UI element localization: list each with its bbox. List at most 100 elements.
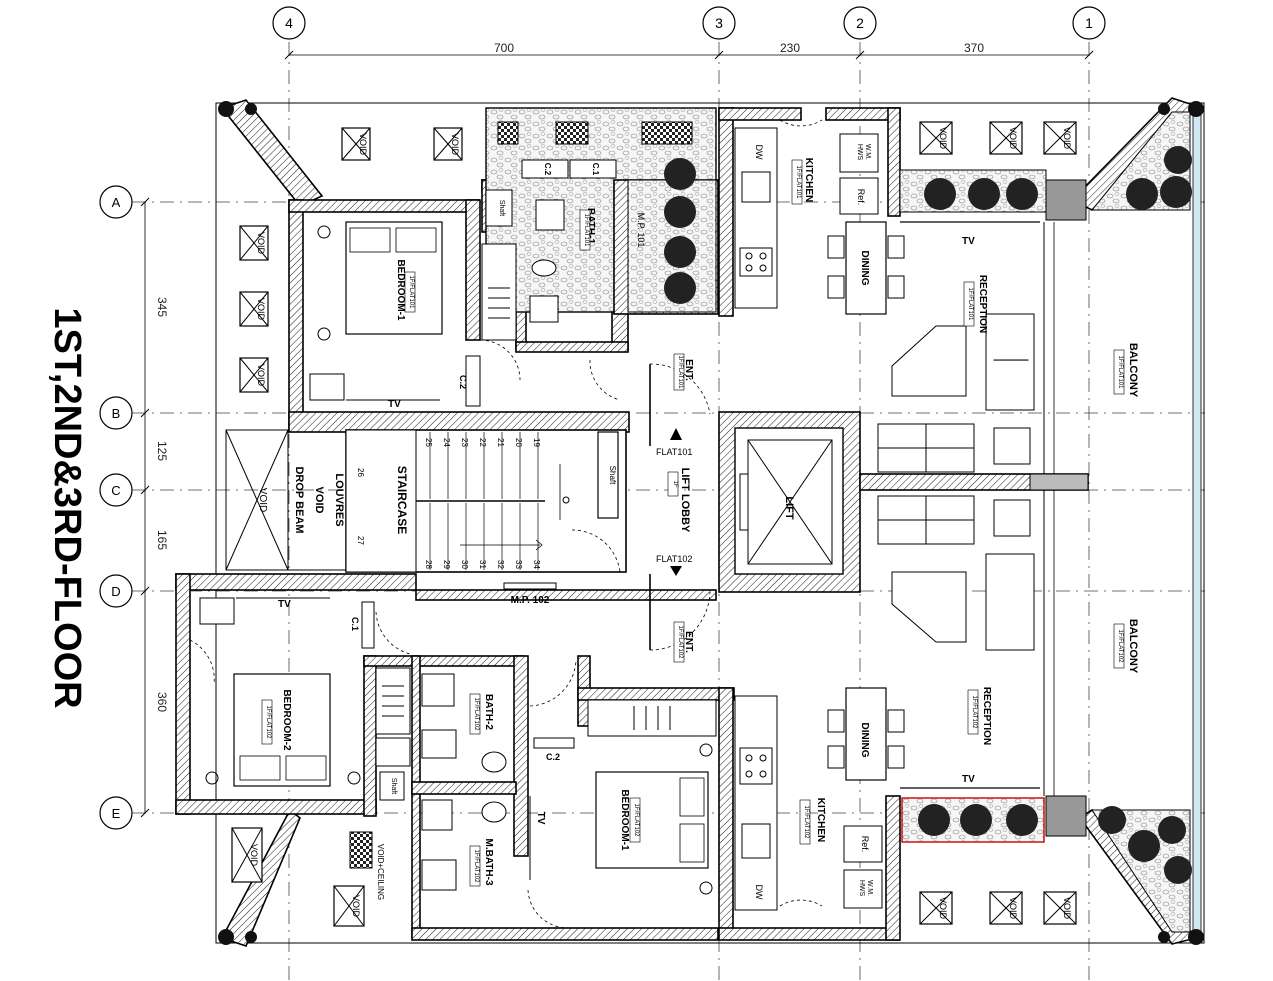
svg-text:1F: 1F [672,480,678,487]
svg-text:345: 345 [155,297,169,317]
kitchen-flat101-label: KITCHEN [803,158,814,202]
mp101-label: M.P. 101 [636,213,646,248]
svg-text:VOID: VOID [313,487,325,514]
void-box: VOID [239,357,269,393]
grid-bubble-1 [1072,6,1106,40]
svg-text:VOID: VOID [351,895,361,918]
lift-label: LIFT [783,496,795,519]
entrance-flat102: ENT. 1F/FLAT102 M.P. 102 [503,574,711,663]
dining-flat102-label: DINING [859,723,870,758]
lift-lobby-label: LIFT LOBBY [679,468,691,533]
svg-text:1F/FLAT102: 1F/FLAT102 [971,696,977,730]
svg-text:21: 21 [496,438,505,447]
bedroom1-flat101: BEDROOM-1 1F/FLAT101 TV C.2 [309,221,517,410]
bedroom2-flat102: TV BEDROOM-2 1F/FLAT102 C.1 Shaft [199,597,411,801]
staircase: 25 24 23 22 21 20 19 28 29 30 31 32 33 3… [345,429,627,573]
svg-text:TV: TV [278,599,291,610]
svg-text:VOID: VOID [1062,127,1072,150]
bedroom2-flat102-label: BEDROOM-2 [281,689,292,751]
svg-text:1: 1 [1085,15,1093,31]
grid-bubble-C [99,473,133,507]
svg-text:C.1: C.1 [350,617,360,631]
louvres-label: LOUVRES [333,473,345,526]
drop-beam-label: DROP BEAM [293,466,305,533]
svg-text:34: 34 [532,560,541,569]
svg-text:TV: TV [962,236,975,247]
svg-text:30: 30 [460,560,469,569]
svg-text:19: 19 [532,438,541,447]
kitchen-flat101: DW KITCHEN 1F/FLAT101 HWS W.M. Ref. [734,127,879,309]
svg-text:VOID: VOID [938,897,948,920]
grid-bubble-2 [843,6,877,40]
svg-text:VOID: VOID [1008,897,1018,920]
bath1-flat101: Shaft BATH-1 1F/FLAT101 C.2 C.1 [485,159,617,323]
svg-text:VOID: VOID [1062,897,1072,920]
svg-text:VOID: VOID [938,127,948,150]
void-ceiling-flat102: VOID+CEILING [349,831,385,900]
mp102-label: M.P. 102 [511,595,550,606]
svg-text:1F/FLAT102: 1F/FLAT102 [1117,630,1123,664]
ent-flat102-label: ENT. [683,631,694,653]
dining-flat102: DINING [827,687,905,781]
kitchen-flat102: DW KITCHEN 1F/FLAT102 Ref. HWS W.M. [734,695,883,911]
svg-text:VOID: VOID [249,844,259,867]
svg-text:VOID: VOID [450,133,460,156]
reception-flat102: RECEPTION 1F/FLAT102 TV [877,495,1040,789]
void-box: VOID [919,121,953,155]
bath2-label: BATH-2 [483,694,494,730]
balcony-flat102-label: BALCONY [1127,619,1139,674]
svg-text:Shaft: Shaft [498,200,505,216]
svg-text:27: 27 [356,536,365,545]
svg-text:33: 33 [514,560,523,569]
floor-title: 1ST,2ND&3RD-FLOOR [46,307,88,708]
void-box: VOID [989,891,1023,925]
svg-text:C.2: C.2 [543,163,552,176]
svg-text:A: A [112,195,121,210]
flat101-marker: FLAT101 [656,447,692,457]
planter-flat101: M.P. 101 [497,121,696,304]
svg-text:700: 700 [494,41,514,55]
svg-text:VOID: VOID [256,298,266,321]
dining-flat101-label: DINING [859,251,870,286]
svg-text:360: 360 [155,692,169,712]
svg-text:20: 20 [514,438,523,447]
svg-text:1F/FLAT102: 1F/FLAT102 [677,626,683,660]
svg-text:2: 2 [856,15,864,31]
svg-text:32: 32 [496,560,505,569]
svg-text:C.2: C.2 [458,375,468,389]
void-box: VOID [1043,121,1077,155]
svg-text:370: 370 [964,41,984,55]
entrance-flat101: ENT. 1F/FLAT101 [649,353,711,446]
balcony-flat102: BALCONY 1F/FLAT102 [901,490,1192,933]
void-box: VOID [239,291,269,327]
void-box: VOID [433,127,463,161]
bath1-label: BATH-1 [585,208,596,244]
void-box: VOID [333,885,365,927]
reception-flat101: RECEPTION 1F/FLAT101 TV [877,221,1040,473]
bedroom1-flat102-label: BEDROOM-1 [619,789,630,851]
grid-bubble-D [99,574,133,608]
svg-text:1F/FLAT101: 1F/FLAT101 [967,288,973,322]
svg-text:HWS: HWS [856,144,863,161]
svg-text:31: 31 [478,560,487,569]
void-box: VOID [341,127,371,161]
lift-lobby: FLAT101 LIFT LOBBY 1F FLAT102 [656,428,692,576]
svg-text:23: 23 [460,438,469,447]
svg-text:165: 165 [155,530,169,550]
svg-text:1F/FLAT101: 1F/FLAT101 [677,356,683,390]
svg-text:DW: DW [754,145,764,160]
bath2-flat102: BATH-2 1F/FLAT102 [421,673,507,773]
svg-text:TV: TV [535,812,546,825]
lift: LIFT [739,439,833,565]
void-box: VOID [919,891,953,925]
grid-bubble-4 [272,6,306,40]
svg-text:C.1: C.1 [591,163,600,176]
svg-text:28: 28 [424,560,433,569]
svg-text:24: 24 [442,438,451,447]
void-box: VOID [989,121,1023,155]
svg-text:29: 29 [442,560,451,569]
staircase-label: STAIRCASE [395,466,409,534]
svg-text:1F/FLAT101: 1F/FLAT101 [795,166,801,200]
dining-flat101: DINING [827,221,905,315]
